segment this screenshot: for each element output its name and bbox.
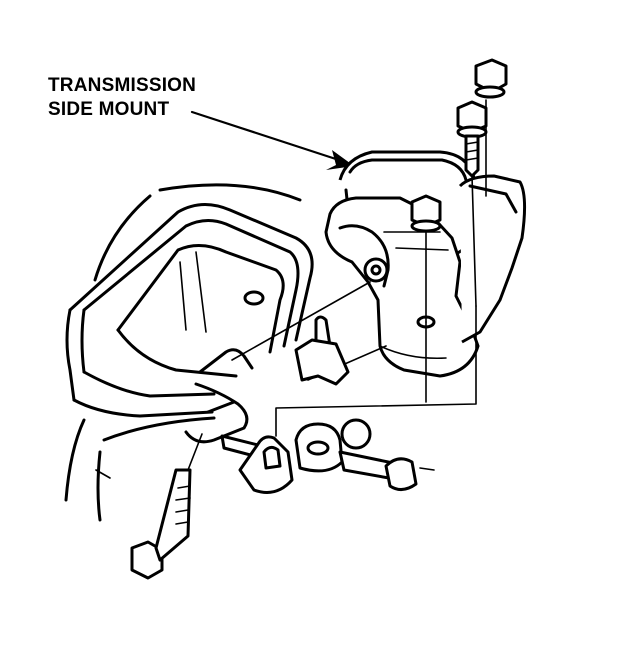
callout-leader-arrow xyxy=(190,110,354,170)
callout-line-1: TRANSMISSION xyxy=(48,75,197,96)
frame-bracket xyxy=(64,183,314,522)
callout-line-2: SIDE MOUNT xyxy=(48,99,170,120)
center-mount-bolt xyxy=(456,100,488,307)
transmission-side-mount-label: TRANSMISSION SIDE MOUNT xyxy=(48,74,196,122)
assembly-guide-lines xyxy=(231,281,477,437)
lower-link-assembly xyxy=(220,418,435,494)
stud-pin xyxy=(294,315,350,386)
through-bolt xyxy=(130,433,203,580)
short-mount-bolt xyxy=(410,194,442,323)
